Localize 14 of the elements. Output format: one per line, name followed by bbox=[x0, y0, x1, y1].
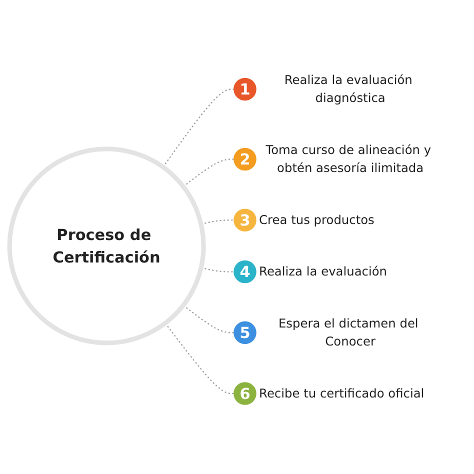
node-label: Realiza la evaluación diagnóstica bbox=[284, 72, 412, 106]
node-label: Espera el dictamen del Conocer bbox=[278, 316, 418, 349]
node-circle: 1 bbox=[234, 78, 256, 101]
node-label: Recibe tu certificado oficial bbox=[259, 386, 424, 401]
node-label: Toma curso de alineación y obtén asesoría ilimitada bbox=[266, 142, 432, 176]
node-circle: 5 bbox=[234, 321, 256, 344]
node-label: Realiza la evaluación bbox=[259, 264, 388, 279]
connector bbox=[164, 323, 234, 394]
node-circle: 2 bbox=[234, 148, 256, 171]
node-circle: 6 bbox=[234, 382, 256, 406]
node-circle: 4 bbox=[234, 260, 256, 284]
node-circle: 3 bbox=[234, 208, 256, 232]
node-label: Crea tus productos bbox=[259, 212, 374, 228]
node-circle: Proceso de Certificación bbox=[7, 146, 206, 346]
